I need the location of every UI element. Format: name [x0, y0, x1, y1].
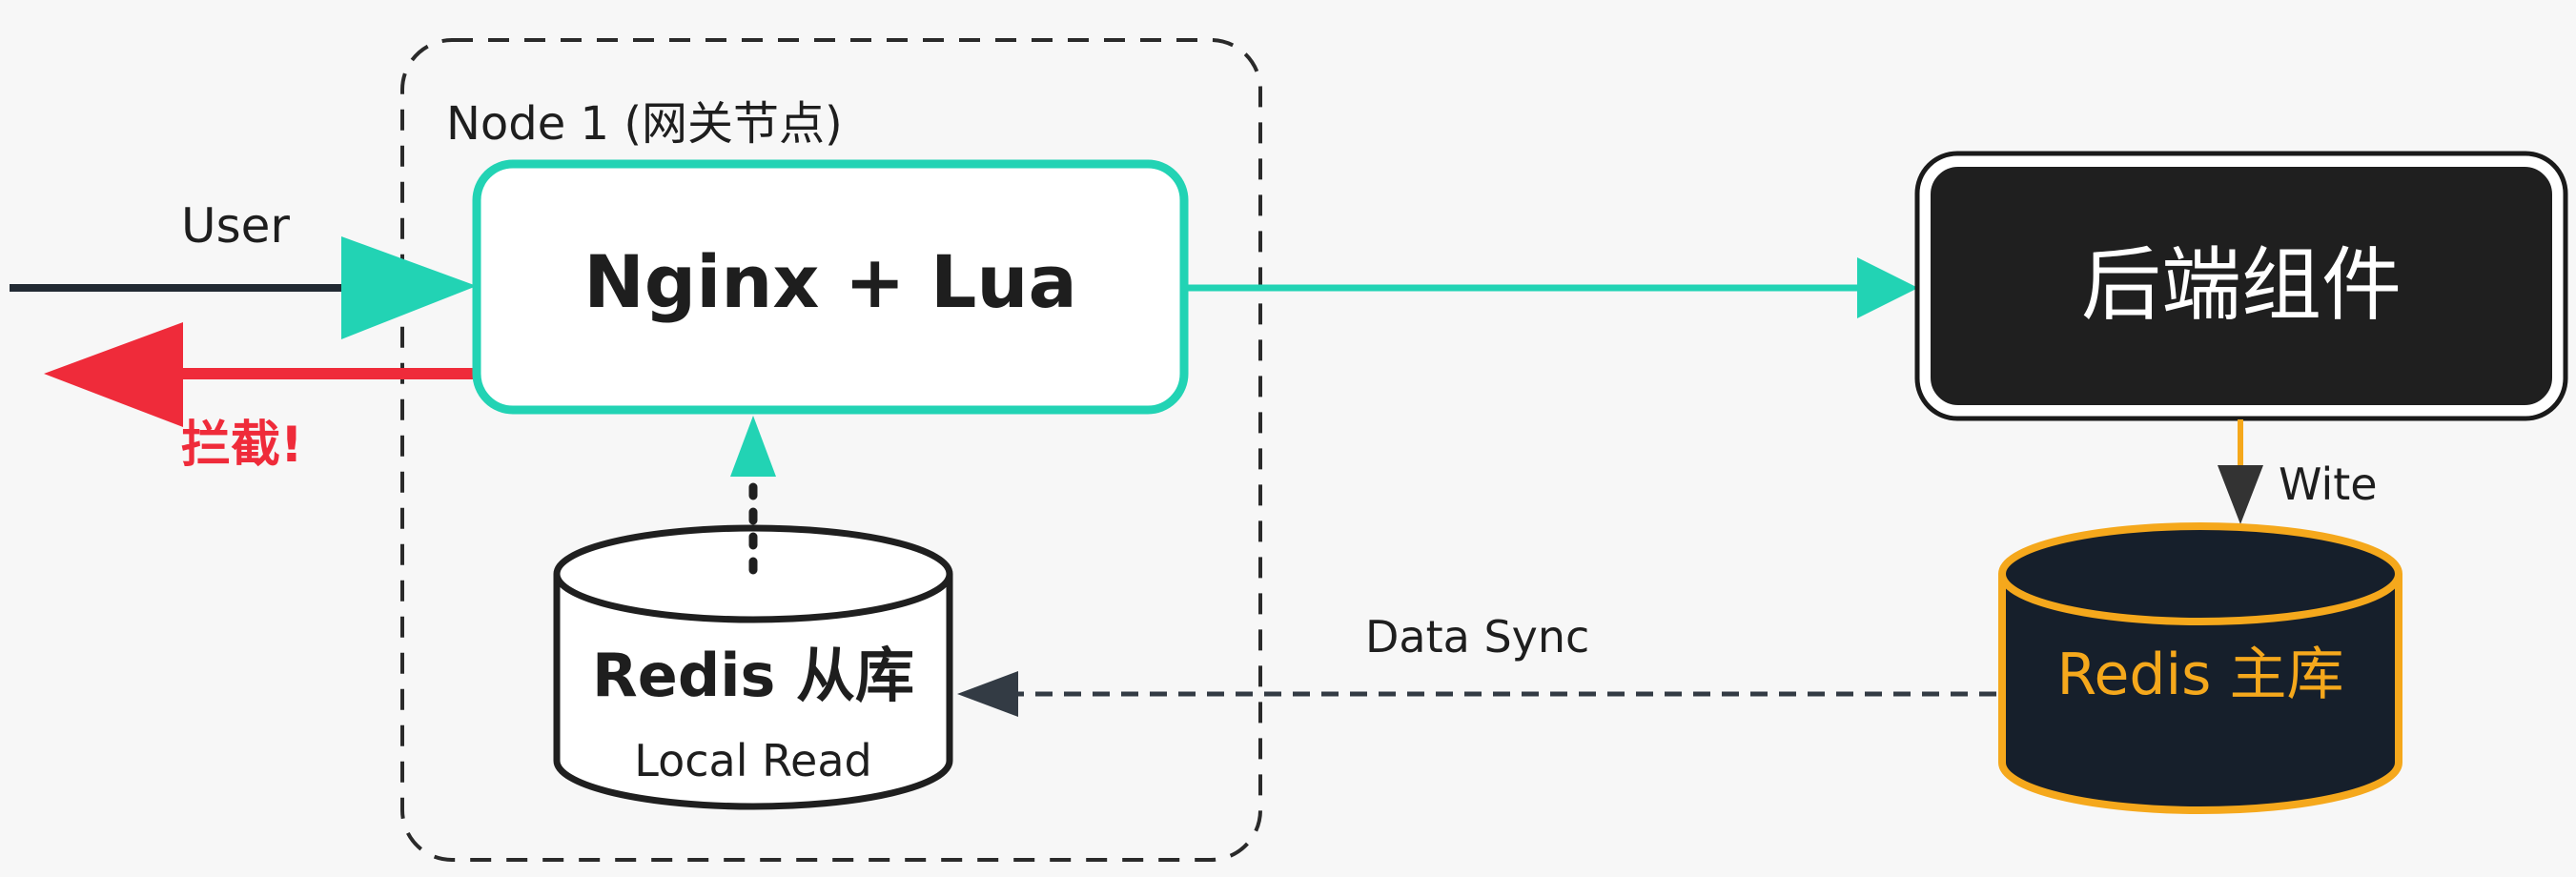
redis-replica-sublabel: Local Read: [634, 735, 871, 786]
block-arrowhead: [44, 322, 183, 427]
gateway-label: Nginx + Lua: [583, 239, 1077, 324]
node-1-label: Node 1 (网关节点): [446, 97, 843, 151]
gateway-node: [472, 159, 1189, 415]
user-request-arrowhead: [341, 236, 477, 339]
redis-master-node: [1998, 574, 2402, 814]
gateway-to-backend-arrowhead: [1857, 257, 1918, 318]
write-edge-label: Wite: [2279, 459, 2378, 510]
redis-replica-label: Redis 从库: [592, 641, 914, 710]
backend-node: [1917, 153, 2566, 418]
redis-master-top: [1998, 522, 2402, 625]
backend-node-outline: [1914, 151, 2568, 421]
local-read-arrowhead: [730, 416, 776, 477]
data-sync-arrowhead: [957, 671, 1018, 717]
redis-replica-node: [553, 574, 953, 810]
backend-label: 后端组件: [2081, 238, 2402, 332]
node-1-container: [400, 38, 1262, 862]
block-edge-label: 拦截!: [181, 417, 303, 474]
user-edge-label: User: [181, 198, 290, 254]
data-sync-edge-label: Data Sync: [1365, 611, 1589, 663]
write-arrowhead: [2218, 465, 2263, 524]
redis-master-label: Redis 主库: [2057, 642, 2344, 708]
